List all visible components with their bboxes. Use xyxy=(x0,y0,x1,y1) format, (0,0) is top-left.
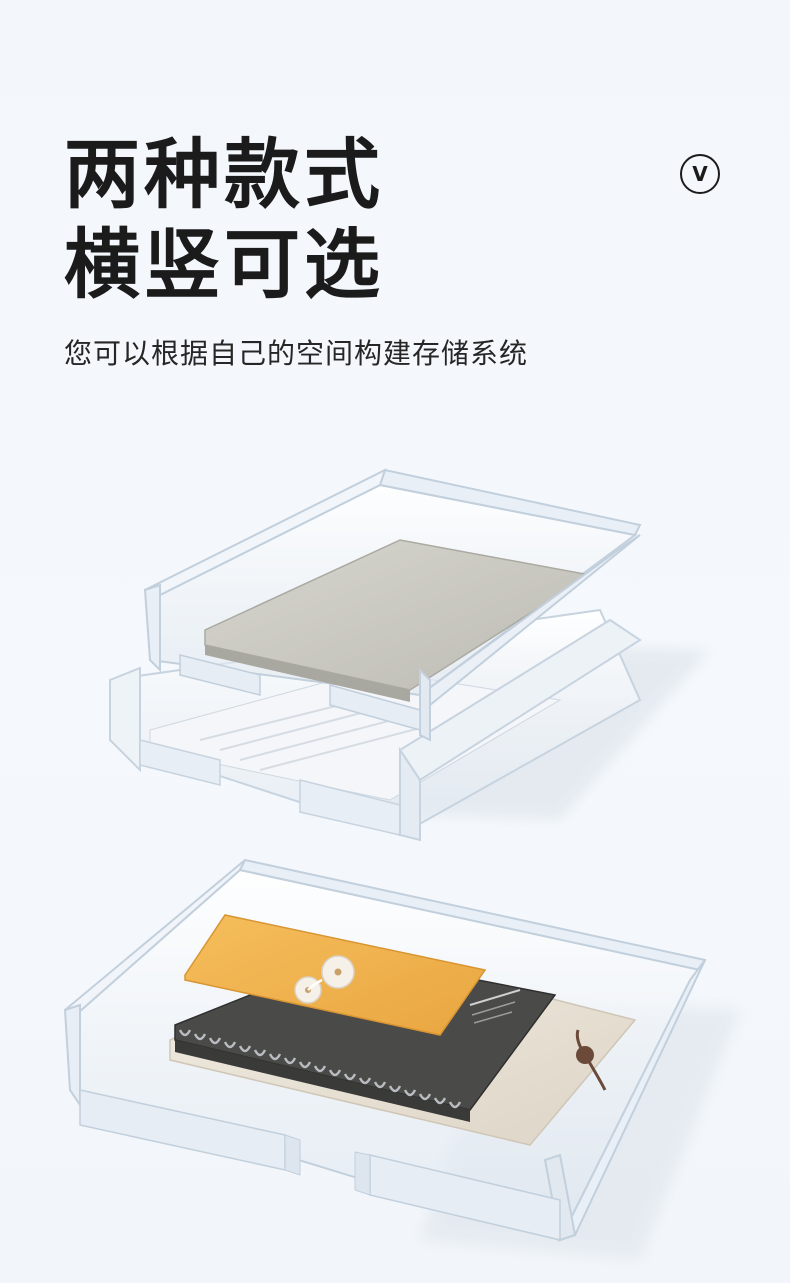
single-tray-image xyxy=(63,858,740,1260)
spiral-binding xyxy=(178,1029,462,1109)
grey-paper-stack xyxy=(204,539,593,691)
headline: 两种款式 横竖可选 xyxy=(64,130,384,310)
headline-line-2: 横竖可选 xyxy=(64,220,384,309)
subtitle: 您可以根据自己的空间构建存储系统 xyxy=(64,337,529,370)
stacked-trays-image xyxy=(109,468,710,842)
badge-letter: V xyxy=(692,162,708,186)
v-badge-icon: V xyxy=(680,154,720,194)
headline-line-1: 两种款式 xyxy=(64,130,384,219)
